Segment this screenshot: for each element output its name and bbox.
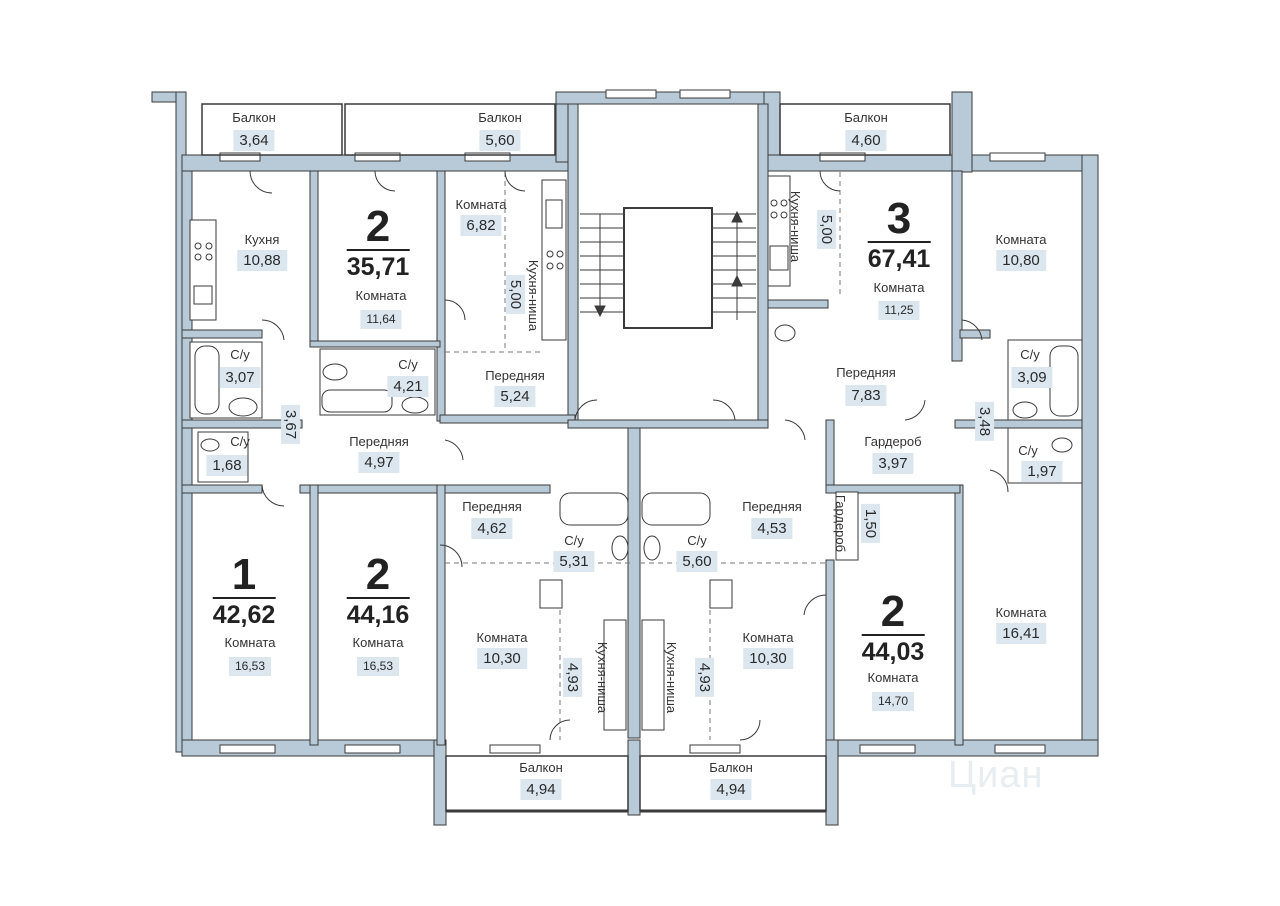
bathroom-label: С/у <box>687 533 707 548</box>
apartment-number: 2 <box>880 587 906 636</box>
apartment-number: 2 <box>365 550 391 599</box>
bathroom-label: С/у <box>398 357 418 372</box>
kitchen-area: 10,88 <box>237 250 287 271</box>
apartment-badge-2c: 2 44,03 <box>861 587 925 666</box>
room-area: 14,70 <box>871 692 915 711</box>
balcony-label: Балкон <box>709 760 753 775</box>
kitchen-niche-label: Кухня-ниша <box>788 190 804 263</box>
bathroom-area: 5,60 <box>676 551 718 572</box>
room-area: 6,82 <box>460 215 502 236</box>
bathroom-label: С/у <box>230 347 250 362</box>
wc-label: С/у <box>1018 443 1038 458</box>
room-area: 10,30 <box>477 648 527 669</box>
balcony-area: 5,60 <box>479 130 521 151</box>
wardrobe-label: Гардероб <box>864 434 922 449</box>
room-label: Комната <box>352 635 404 650</box>
hall-label: Передняя <box>485 368 545 383</box>
wc-area: 1,68 <box>206 455 248 476</box>
room-label: Комната <box>455 197 507 212</box>
apartment-badge-1: 1 42,62 <box>212 550 276 629</box>
doors <box>249 170 1009 741</box>
apartment-badge-3: 3 67,41 <box>867 194 931 273</box>
corridor-area: 3,67 <box>281 404 301 445</box>
room-area: 11,64 <box>360 310 402 329</box>
balcony-label: Балкон <box>844 110 888 125</box>
kitchen-niche-label: Кухня-ниша <box>526 259 542 332</box>
wc-label: С/у <box>230 434 250 449</box>
balcony-label: Балкон <box>232 110 276 125</box>
room-label: Комната <box>873 280 925 295</box>
room-area: 10,80 <box>996 250 1046 271</box>
kitchen-niche-area: 4,93 <box>563 657 583 698</box>
balcony-area: 4,60 <box>845 130 887 151</box>
balcony-label: Балкон <box>519 760 563 775</box>
bathroom-area: 3,07 <box>219 367 261 388</box>
hall-area: 7,83 <box>845 385 887 406</box>
apartment-badge-2b: 2 44,16 <box>346 550 410 629</box>
apartment-total-area: 44,16 <box>346 597 410 629</box>
hall-area: 5,24 <box>494 386 536 407</box>
apartment-number: 1 <box>231 550 257 599</box>
balcony-area: 4,94 <box>520 779 562 800</box>
wardrobe-area: 3,97 <box>872 453 914 474</box>
apartment-badge-2a: 2 35,71 <box>346 202 410 281</box>
watermark-logo: Циан <box>948 754 1044 796</box>
apartment-total-area: 42,62 <box>212 597 276 629</box>
room-label: Комната <box>995 232 1047 247</box>
bathroom-area: 3,09 <box>1011 367 1053 388</box>
corridor-area: 3,48 <box>975 401 995 442</box>
hall-label: Передняя <box>742 499 802 514</box>
apartment-total-area: 35,71 <box>346 249 410 281</box>
hall-area: 4,53 <box>751 518 793 539</box>
room-label: Комната <box>224 635 276 650</box>
room-area: 10,30 <box>743 648 793 669</box>
bathroom-area: 5,31 <box>553 551 595 572</box>
kitchen-niche-area: 5,00 <box>817 209 837 250</box>
wardrobe-label: Гардероб <box>833 494 849 553</box>
bathroom-label: С/у <box>564 533 584 548</box>
apartment-number: 2 <box>365 202 391 251</box>
room-label: Комната <box>867 670 919 685</box>
room-label: Комната <box>742 630 794 645</box>
hall-area: 4,97 <box>358 452 400 473</box>
balcony-area: 3,64 <box>233 130 275 151</box>
wc-area: 1,97 <box>1021 461 1063 482</box>
apartment-number: 3 <box>886 194 912 243</box>
kitchen-niche-area: 4,93 <box>695 657 715 698</box>
kitchen-label: Кухня <box>244 232 280 247</box>
room-label: Комната <box>476 630 528 645</box>
balcony-outlines <box>201 103 951 813</box>
kitchen-niche-label: Кухня-ниша <box>664 641 680 714</box>
room-area: 16,41 <box>996 623 1046 644</box>
kitchen-niche-area: 5,00 <box>506 274 526 315</box>
balcony-label: Балкон <box>478 110 522 125</box>
stair <box>580 207 756 329</box>
room-area: 16,53 <box>356 657 400 676</box>
room-area: 11,25 <box>878 301 920 320</box>
room-label: Комната <box>355 288 407 303</box>
apartment-total-area: 67,41 <box>867 241 931 273</box>
room-label: Комната <box>995 605 1047 620</box>
hall-label: Передняя <box>462 499 522 514</box>
bathroom-label: С/у <box>1020 347 1040 362</box>
windows <box>219 89 1046 754</box>
room-area: 16,53 <box>228 657 272 676</box>
hall-area: 4,62 <box>471 518 513 539</box>
kitchen-niche-label: Кухня-ниша <box>595 641 611 714</box>
balcony-area: 4,94 <box>710 779 752 800</box>
apartment-total-area: 44,03 <box>861 634 925 666</box>
hall-label: Передняя <box>349 434 409 449</box>
wardrobe-area: 1,50 <box>861 503 881 544</box>
fixtures <box>189 175 1083 731</box>
bathroom-area: 4,21 <box>387 376 429 397</box>
hall-label: Передняя <box>836 365 896 380</box>
